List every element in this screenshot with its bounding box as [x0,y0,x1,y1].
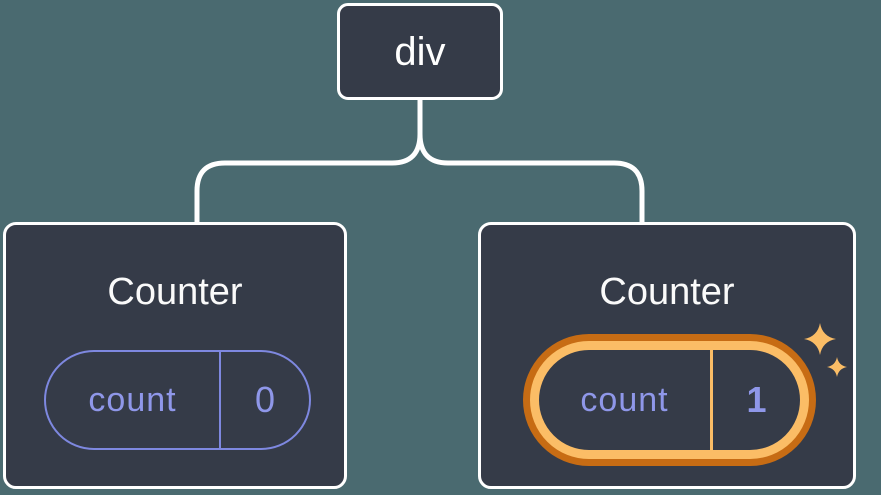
pill-divider [710,350,713,450]
connector-right-branch [417,100,645,222]
state-value: 0 [254,379,276,420]
state-pill-highlighted: count 1 [530,341,809,459]
sparkle-small [827,357,847,377]
counter-card-left: Counter count 0 [3,222,347,489]
sparkles-icon [804,323,847,377]
connector-left-branch [194,100,423,222]
root-node-div: div [337,3,503,100]
pill-divider [219,352,221,448]
component-title: Counter [107,271,243,313]
counter-card-right: Counter count 1 [478,222,856,489]
state-pill: count 0 [44,350,311,450]
state-value: 1 [746,379,767,420]
state-name-label: count [88,380,177,419]
root-node-label: div [394,29,446,74]
component-title: Counter [599,271,735,313]
state-name-label: count [580,380,669,419]
sparkle-large [804,323,836,355]
